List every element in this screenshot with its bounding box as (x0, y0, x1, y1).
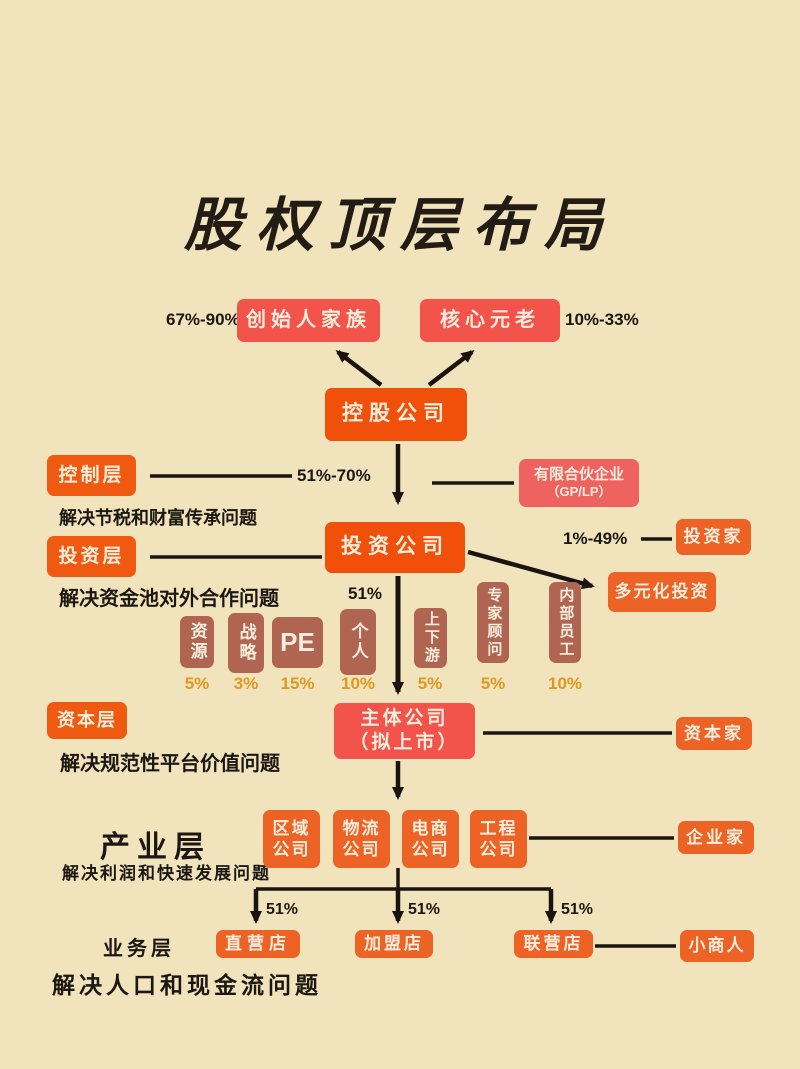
engineering-company-label: 工程公司 (479, 818, 518, 859)
ecommerce-company-label: 电商公司 (411, 818, 450, 859)
entrepreneur-box: 企业家 (678, 821, 754, 854)
shareholder-box-supply-chain: 上下游 (414, 608, 447, 668)
main-company-line-1: 主体公司 (360, 708, 449, 730)
shareholder-pct-resources: 5% (184, 674, 210, 693)
partnership-line-2: （GP/LP） (546, 484, 612, 500)
store-pct-3: 51% (561, 901, 594, 918)
control-percent-label: 51%-70% (297, 466, 371, 485)
arrow-holding-to-elders (427, 350, 475, 387)
investor-percent-label: 1%-49% (563, 529, 628, 548)
elders-percent-label: 10%-33% (565, 310, 639, 329)
shareholder-pct-strategy: 3% (233, 674, 259, 693)
founder-percent-label: 67%-90% (166, 310, 240, 329)
shareholder-pct-expert-advisor: 5% (480, 674, 506, 693)
shareholder-pct-supply-chain: 5% (417, 674, 443, 693)
shareholder-pct-internal-staff: 10% (547, 674, 583, 693)
holding-company-box: 控股公司 (325, 388, 467, 441)
shareholder-pct-pe: 15% (280, 674, 315, 693)
shareholder-box-internal-staff: 内部员工 (549, 582, 581, 663)
control-layer-note: 解决节税和财富传承问题 (59, 508, 257, 528)
founder-family-box: 创始人家族 (237, 299, 380, 342)
shareholder-box-individual: 个人 (340, 609, 376, 675)
joint-store-box: 联营店 (514, 930, 593, 958)
control-layer-box: 控制层 (47, 455, 136, 496)
investment-layer-box: 投资层 (47, 536, 136, 577)
engineering-company-box: 工程公司 (470, 810, 527, 868)
main-percent-label: 51% (348, 584, 383, 603)
limited-partnership-box: 有限合伙企业 （GP/LP） (519, 459, 639, 507)
partnership-line-1: 有限合伙企业 (533, 465, 624, 483)
logistics-company-box: 物流公司 (333, 810, 390, 868)
logistics-company-label: 物流公司 (342, 818, 381, 859)
industry-layer-label: 产业层 (100, 831, 211, 864)
shareholder-box-expert-advisor: 专家顾问 (477, 582, 509, 663)
capital-layer-box: 资本层 (47, 702, 127, 739)
investment-company-box: 投资公司 (325, 522, 465, 573)
core-elders-box: 核心元老 (420, 299, 560, 342)
page-title: 股权顶层布局 (183, 193, 616, 258)
arrow-holding-to-founder (335, 350, 383, 387)
franchise-store-box: 加盟店 (355, 930, 433, 958)
main-company-box: 主体公司 （拟上市） (334, 703, 475, 759)
regional-company-label: 区域公司 (272, 818, 311, 859)
regional-company-box: 区域公司 (263, 810, 320, 868)
capital-layer-note: 解决规范性平台价值问题 (60, 753, 280, 775)
ecommerce-company-box: 电商公司 (402, 810, 459, 868)
merchant-box: 小商人 (680, 930, 754, 962)
capitalist-box: 资本家 (676, 717, 752, 750)
business-layer-note: 解决人口和现金流问题 (52, 972, 322, 998)
store-pct-1: 51% (266, 901, 299, 918)
store-pct-2: 51% (408, 901, 441, 918)
shareholder-box-strategy: 战略 (228, 613, 264, 673)
diversified-investment-box: 多元化投资 (608, 572, 716, 612)
investor-box: 投资家 (676, 519, 751, 555)
arrow-to-diversified (467, 549, 595, 590)
direct-store-box: 直营店 (216, 930, 300, 958)
shareholder-box-pe: PE (272, 617, 323, 668)
business-layer-label: 业务层 (103, 938, 175, 960)
shareholder-pct-individual: 10% (340, 674, 376, 693)
investment-layer-note: 解决资金池对外合作问题 (59, 588, 279, 610)
industry-layer-note: 解决利润和快速发展问题 (62, 864, 271, 883)
main-company-line-2: （拟上市） (349, 732, 460, 753)
shareholder-box-resources: 资源 (180, 616, 214, 668)
